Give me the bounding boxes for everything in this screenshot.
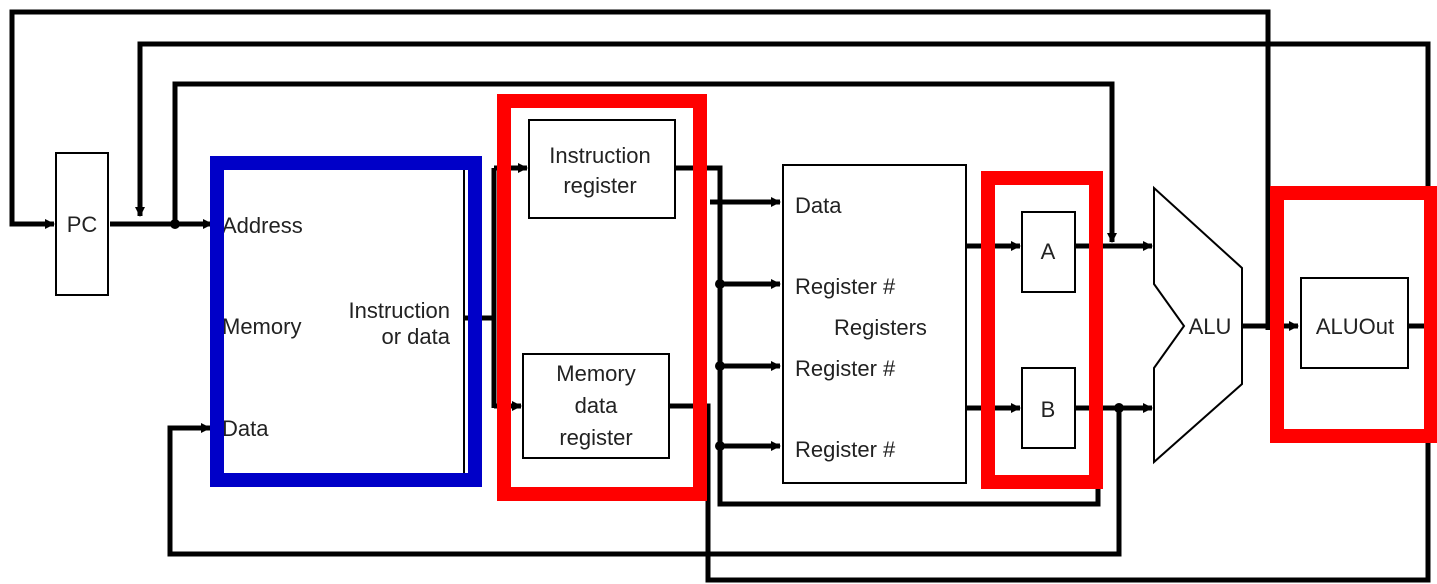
aluout-block: ALUOut [1300,277,1409,369]
register-file-block: Data Register # Registers Register # Reg… [782,164,967,484]
memory-block: Address Memory Instruction or data Data [211,167,465,477]
ab-highlight [981,171,1103,489]
mdr-label-line2: data [575,393,619,418]
pc-block: PC [55,152,109,296]
regfile-data-port: Data [795,193,842,218]
memory-data-register-block: Memory data register [522,353,670,459]
pc-label: PC [67,212,98,237]
memory-data-port: Data [222,416,269,441]
register-a-block: A [1021,211,1076,293]
ir-label-line2: register [563,173,636,198]
regfile-name: Registers [834,315,927,340]
wire-pc-feedback-outer [9,9,1271,330]
junction-reg3 [715,441,725,451]
ir-label-line1: Instruction [549,143,651,168]
memory-address-port: Address [222,213,303,238]
wires [9,9,1431,583]
wire-aluout-to-pc [135,41,1431,329]
reg-b-label: B [1041,397,1056,422]
instruction-register-block: Instruction register [528,119,676,219]
wire-pc-to-alu-a [172,81,1117,243]
memory-output-line2: or data [382,324,451,349]
memory-highlight [210,156,482,487]
highlight-boxes [210,94,1437,501]
alu-block: ALU [1153,185,1243,465]
alu-label: ALU [1189,314,1232,339]
regfile-reg1-port: Register # [795,274,896,299]
regfile-reg3-port: Register # [795,437,896,462]
register-b-block: B [1021,367,1076,449]
mdr-label-line1: Memory [556,361,635,386]
mdr-label-line3: register [559,425,632,450]
aluout-highlight [1270,186,1437,443]
regfile-reg2-port: Register # [795,356,896,381]
wire-b-to-mem-data [167,408,1122,557]
ir-mdr-highlight [497,94,707,501]
junction-reg1 [715,279,725,289]
memory-output-line1: Instruction [349,298,451,323]
memory-name: Memory [222,314,301,339]
aluout-label: ALUOut [1316,314,1394,339]
junction-reg2 [715,361,725,371]
reg-a-label: A [1041,239,1056,264]
